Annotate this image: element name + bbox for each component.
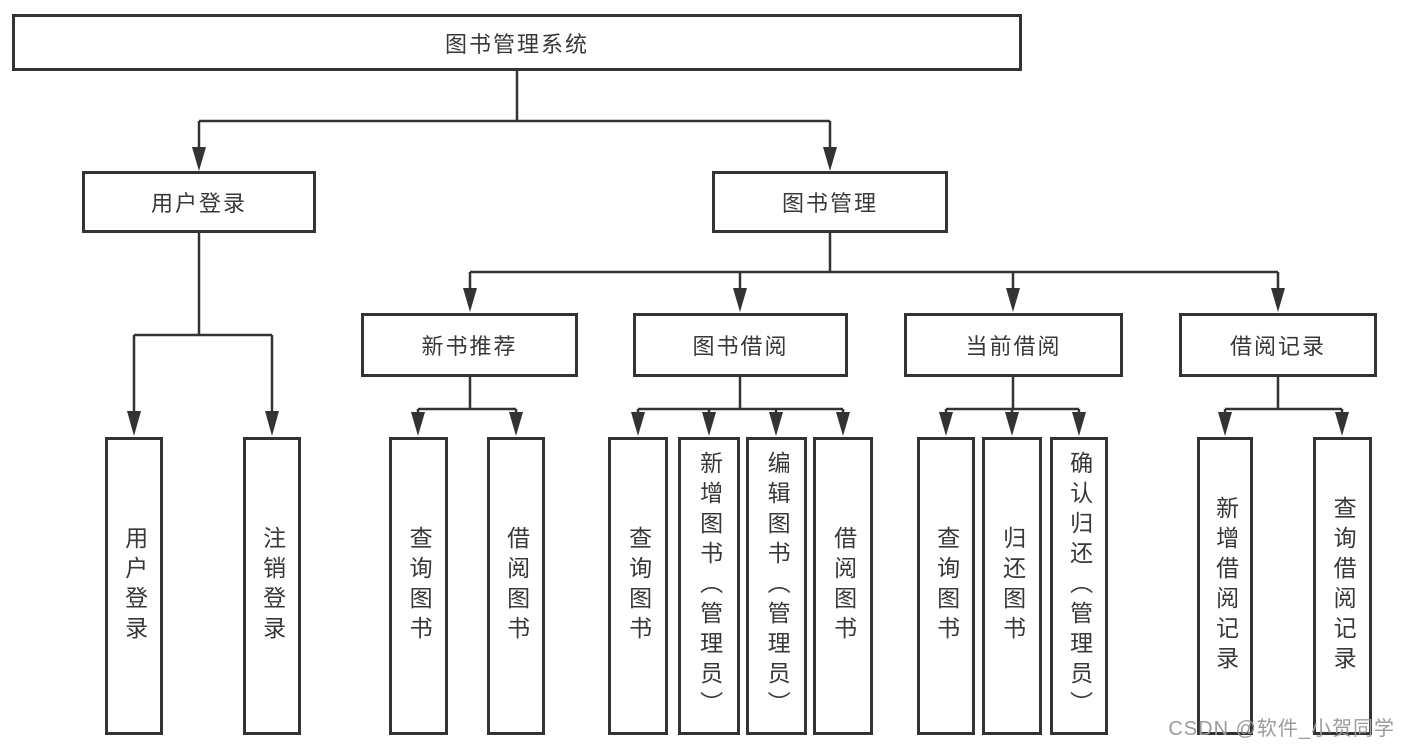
leaf-user-login: 用户登录	[105, 437, 163, 735]
leaf-return-books-label: 归还图书	[999, 526, 1026, 646]
arrowheads	[127, 147, 1349, 436]
leaf-query-borrow-record: 查询借阅记录	[1313, 437, 1372, 735]
leaf-query-books-borrowing: 查询图书	[608, 437, 668, 735]
leaf-query-books-current-label: 查询图书	[933, 526, 960, 646]
node-new-book-recommendation-label: 新书推荐	[421, 334, 518, 359]
leaf-edit-book-admin: 编辑图书（管理员）	[746, 437, 807, 735]
node-user-login: 用户登录	[82, 171, 316, 233]
leaf-add-book-admin: 新增图书（管理员）	[678, 437, 740, 735]
node-borrow-records-label: 借阅记录	[1229, 334, 1326, 359]
leaf-query-borrow-record-label: 查询借阅记录	[1330, 496, 1357, 676]
leaf-borrow-books-recommend: 借阅图书	[487, 437, 545, 735]
leaf-add-book-admin-label: 新增图书（管理员）	[696, 451, 723, 721]
node-book-borrowing: 图书借阅	[633, 313, 848, 377]
leaf-user-login-label: 用户登录	[121, 526, 148, 646]
leaf-borrow-books-recommend-label: 借阅图书	[503, 526, 530, 646]
leaf-query-books-recommend-label: 查询图书	[406, 526, 433, 646]
node-book-management: 图书管理	[712, 171, 948, 233]
leaf-edit-book-admin-label: 编辑图书（管理员）	[764, 451, 791, 721]
node-library-system-label: 图书管理系统	[444, 31, 589, 57]
leaf-return-books: 归还图书	[982, 437, 1042, 735]
csdn-watermark: CSDN @软件_小贺同学	[1168, 718, 1395, 740]
leaf-add-borrow-record-label: 新增借阅记录	[1212, 496, 1239, 676]
node-current-borrowing-label: 当前借阅	[965, 334, 1062, 359]
leaf-query-books-recommend: 查询图书	[389, 437, 448, 735]
node-book-management-label: 图书管理	[781, 191, 878, 216]
leaf-borrow-books-label: 借阅图书	[830, 526, 857, 646]
leaf-query-books-borrowing-label: 查询图书	[625, 526, 652, 646]
node-user-login-label: 用户登录	[150, 191, 247, 216]
node-borrow-records: 借阅记录	[1179, 313, 1377, 377]
node-library-system: 图书管理系统	[12, 14, 1022, 71]
leaf-query-books-current: 查询图书	[917, 437, 975, 735]
node-current-borrowing: 当前借阅	[904, 313, 1123, 377]
leaf-borrow-books: 借阅图书	[813, 437, 873, 735]
leaf-logout: 注销登录	[243, 437, 301, 735]
leaf-confirm-return-admin: 确认归还（管理员）	[1050, 437, 1108, 735]
leaf-add-borrow-record: 新增借阅记录	[1197, 437, 1253, 735]
node-new-book-recommendation: 新书推荐	[361, 313, 578, 377]
leaf-logout-label: 注销登录	[259, 526, 286, 646]
node-book-borrowing-label: 图书借阅	[692, 334, 789, 359]
leaf-confirm-return-admin-label: 确认归还（管理员）	[1066, 451, 1093, 721]
